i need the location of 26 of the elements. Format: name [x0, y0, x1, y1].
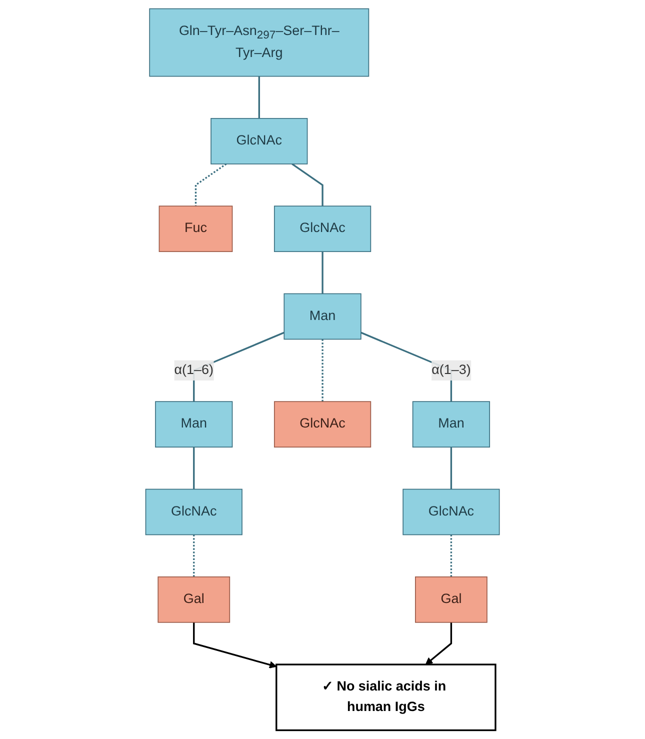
node-box: Man [155, 401, 233, 448]
connector [194, 163, 227, 206]
arrow [425, 622, 452, 665]
connector [322, 252, 324, 294]
connector [450, 534, 452, 577]
node-box: Gal [158, 576, 230, 623]
node-box: Fuc [158, 206, 233, 252]
node-box: GlcNAc [274, 206, 372, 252]
connector [450, 447, 452, 490]
connector [322, 339, 324, 402]
node-box: GlcNAc [145, 488, 242, 536]
connector [192, 447, 195, 490]
node-box: GlcNAc [274, 401, 372, 448]
node-box: Gln–Tyr–Asn$_{297}$–Ser–Thr–Tyr–Arg [149, 8, 370, 77]
node-box: Gal [414, 576, 488, 623]
connector [258, 76, 260, 118]
node-box: GlcNAc [402, 488, 500, 536]
node-box: ✓ No sialic acids in human IgGs [276, 664, 496, 732]
arrow [192, 622, 277, 668]
connector [292, 163, 324, 206]
node-box: Man [284, 293, 362, 340]
edge-label: α(1–3) [432, 362, 471, 378]
node-box: GlcNAc [210, 118, 308, 164]
edge-label: α(1–6) [174, 362, 214, 378]
connector [192, 534, 195, 577]
node-box: Man [412, 401, 490, 448]
